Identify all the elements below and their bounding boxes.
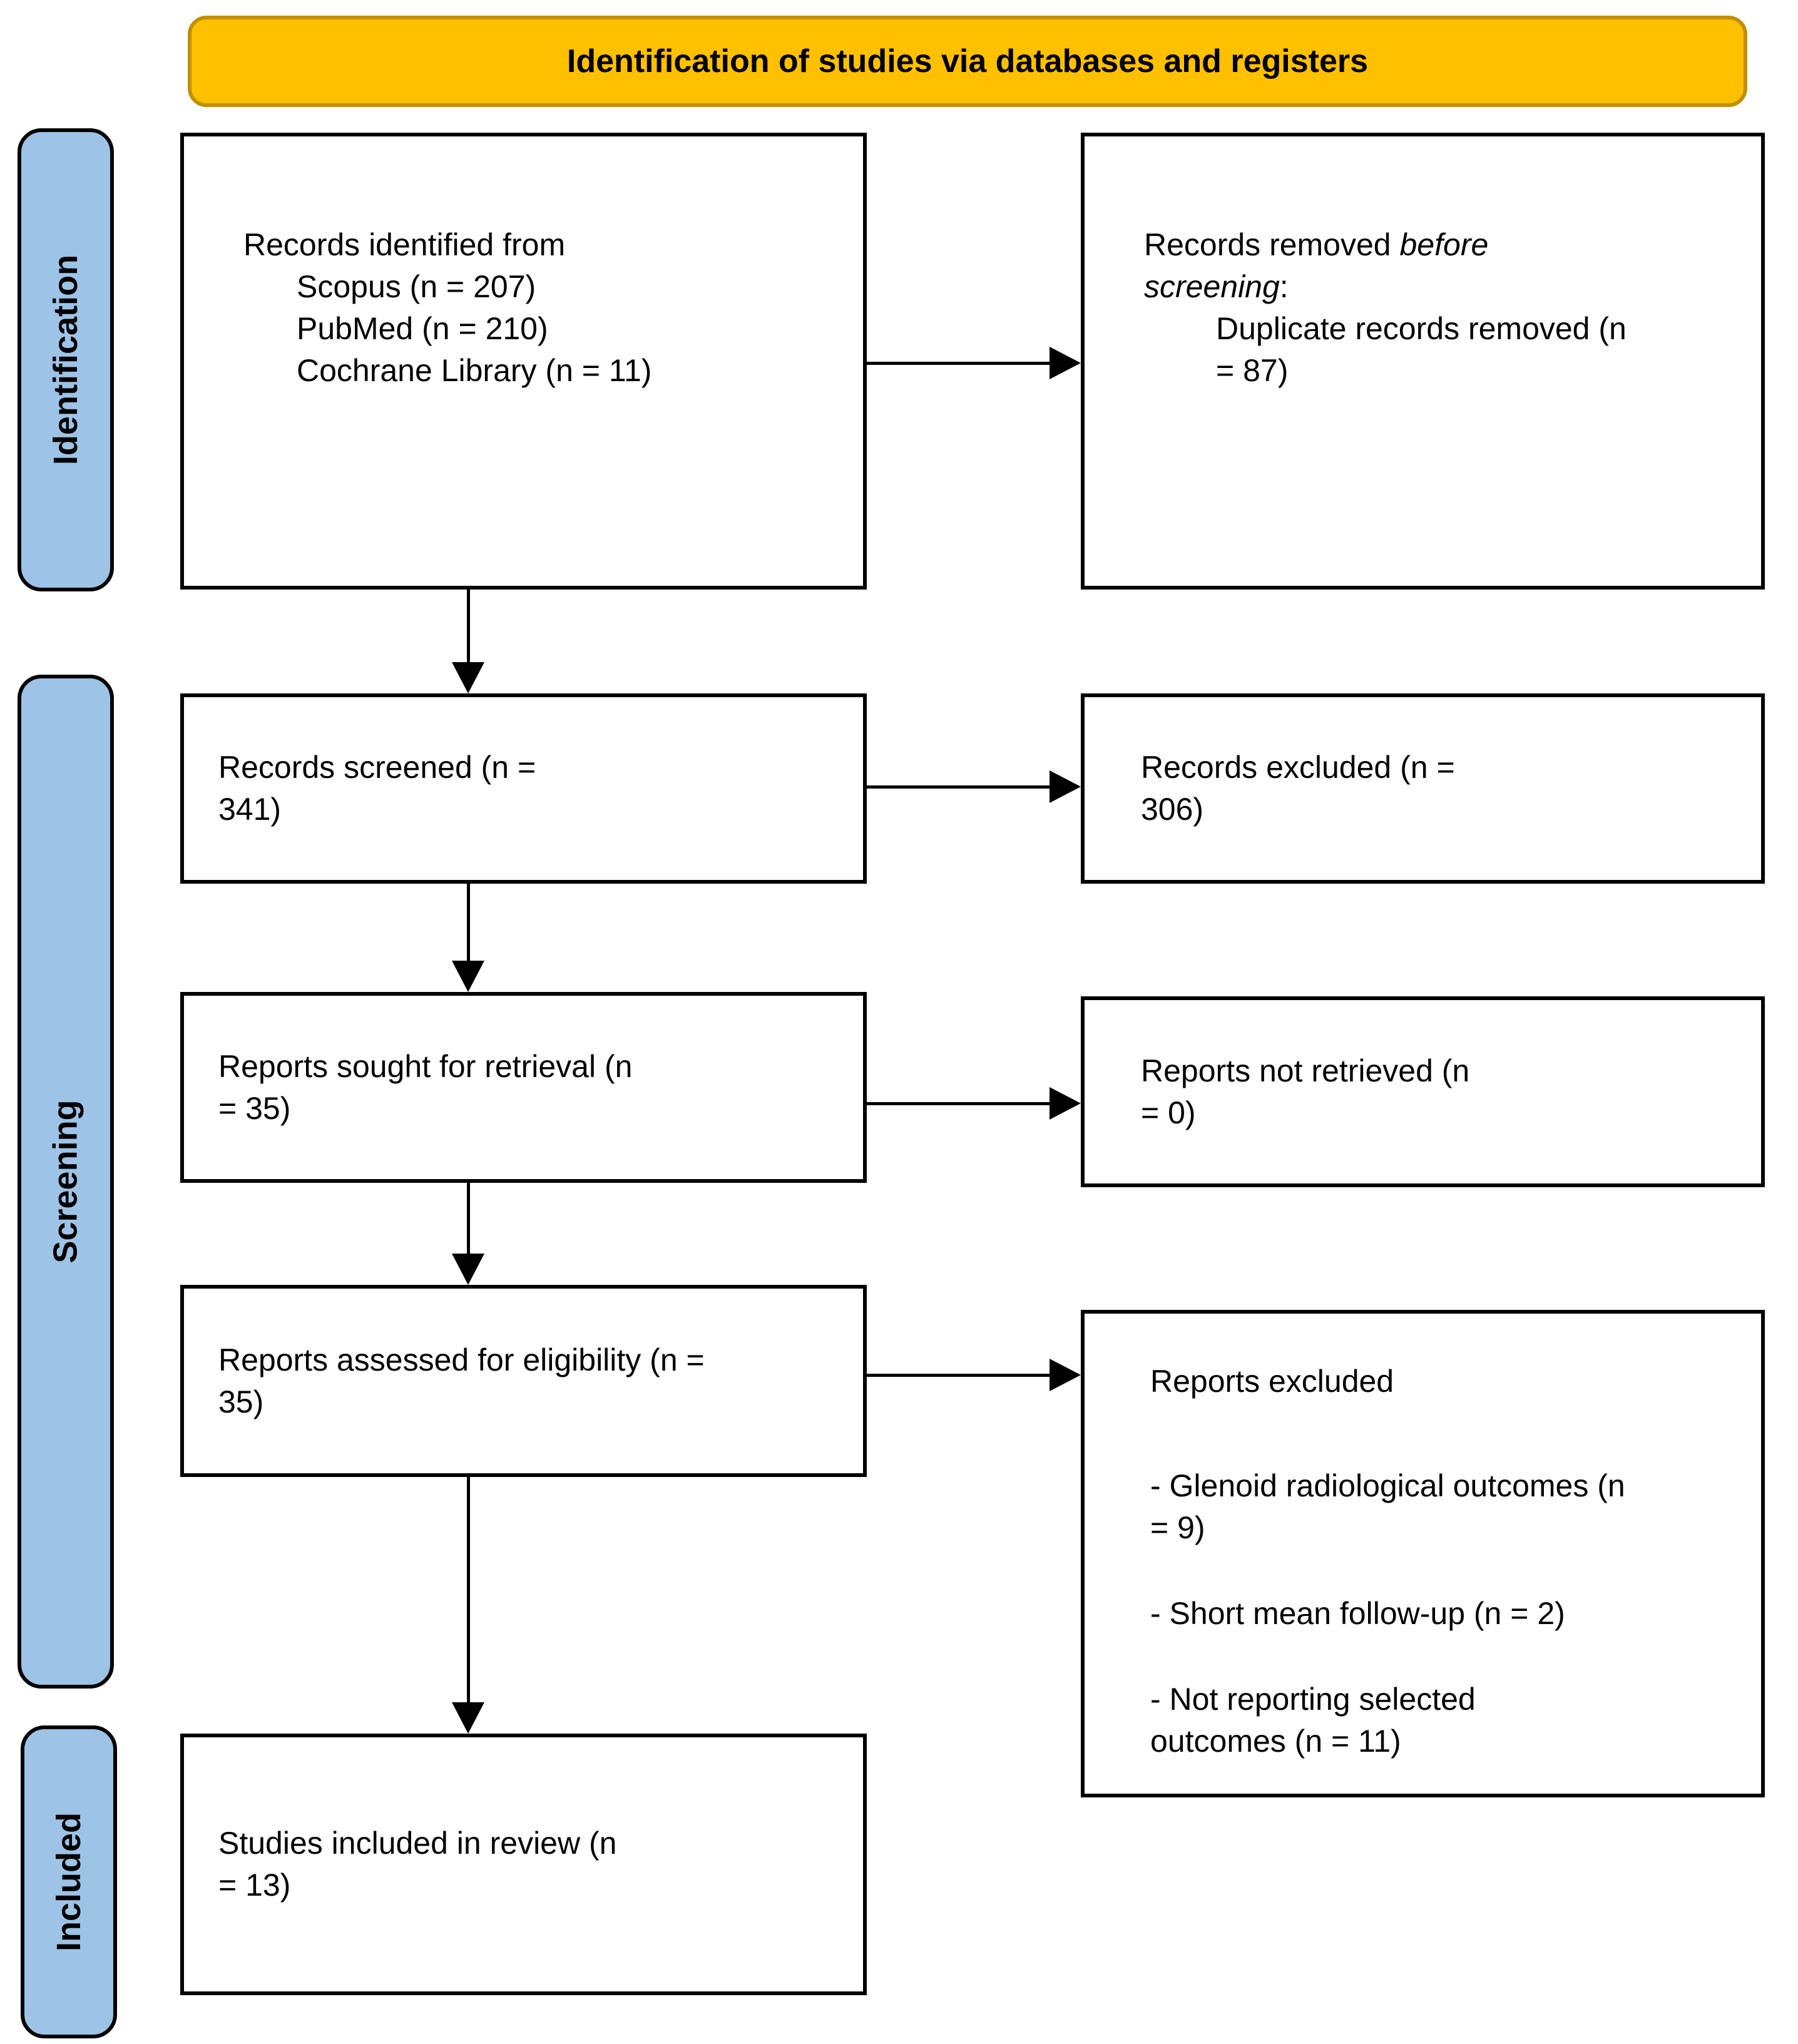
arrow-down-head: [452, 662, 484, 693]
box-records-identified: Records identified from Scopus (n = 207)…: [180, 133, 867, 590]
records-removed-prefix: Records removed: [1144, 227, 1400, 262]
stage-label-screening-text: Screening: [47, 1100, 84, 1264]
arrow-right-head: [1050, 1359, 1081, 1391]
duplicate-records-removed: Duplicate records removed (n = 87): [1216, 311, 1627, 388]
stage-label-included: Included: [21, 1725, 117, 2038]
records-identified-title: Records identified from: [243, 227, 566, 262]
arrow-shaft: [867, 1102, 1052, 1105]
box-reports-assessed: Reports assessed for eligibility (n = 35…: [180, 1285, 867, 1477]
banner-identification-via-databases: Identification of studies via databases …: [188, 16, 1747, 107]
reports-sought-label: Reports sought for retrieval (n = 35): [218, 1048, 633, 1126]
box-reports-not-retrieved: Reports not retrieved (n = 0): [1081, 996, 1765, 1187]
arrow-down-head: [452, 961, 484, 992]
records-excluded-label: Records excluded (n = 306): [1141, 750, 1455, 827]
arrow-shaft: [467, 590, 470, 665]
arrow-shaft: [467, 1183, 470, 1256]
source-scopus: Scopus (n = 207): [297, 269, 536, 304]
arrow-shaft: [867, 362, 1052, 365]
arrow-right-head: [1050, 770, 1081, 803]
arrow-down-head: [452, 1702, 484, 1734]
arrow-shaft: [867, 1374, 1052, 1377]
stage-label-identification-text: Identification: [47, 255, 84, 465]
arrow-identified-to-screened: [452, 590, 484, 693]
box-reports-excluded: Reports excluded - Glenoid radiological …: [1081, 1310, 1765, 1797]
stage-label-screening: Screening: [18, 675, 114, 1689]
reports-not-retrieved-label: Reports not retrieved (n = 0): [1141, 1053, 1470, 1130]
stage-label-identification: Identification: [18, 128, 114, 591]
records-removed-emphasis: before screening: [1144, 227, 1489, 304]
arrow-sought-to-assessed: [452, 1183, 484, 1285]
reason-short-mean-follow-up: - Short mean follow-up (n = 2): [1150, 1596, 1565, 1631]
arrow-right-head: [1050, 347, 1081, 379]
records-screened-label: Records screened (n = 341): [218, 750, 536, 827]
source-pubmed: PubMed (n = 210): [297, 311, 548, 346]
arrow-shaft: [867, 785, 1052, 789]
box-reports-sought: Reports sought for retrieval (n = 35): [180, 992, 867, 1183]
arrow-screened-to-excluded: [867, 770, 1081, 803]
arrow-screened-to-sought: [452, 884, 484, 992]
source-cochrane-library: Cochrane Library (n = 11): [297, 353, 652, 388]
reason-not-reporting-selected-outcomes: - Not reporting selected outcomes (n = 1…: [1150, 1682, 1476, 1759]
box-records-screened: Records screened (n = 341): [180, 693, 867, 884]
arrow-assessed-to-included: [452, 1477, 484, 1734]
arrow-down-head: [452, 1254, 484, 1285]
reason-glenoid-radiological-outcomes: - Glenoid radiological outcomes (n = 9): [1150, 1468, 1625, 1545]
reports-assessed-label: Reports assessed for eligibility (n = 35…: [218, 1342, 705, 1419]
arrow-sought-to-not-retrieved: [867, 1087, 1081, 1120]
arrow-shaft: [467, 884, 470, 963]
arrow-assessed-to-reports-excluded: [867, 1359, 1081, 1391]
records-removed-title: Records removed before screening:: [1144, 224, 1532, 308]
banner-title: Identification of studies via databases …: [566, 43, 1369, 79]
reports-excluded-title: Reports excluded: [1150, 1364, 1394, 1399]
arrow-right-head: [1050, 1087, 1081, 1120]
stage-label-included-text: Included: [50, 1812, 88, 1952]
box-records-excluded: Records excluded (n = 306): [1081, 693, 1765, 884]
arrow-identified-to-removed: [867, 347, 1081, 379]
box-studies-included: Studies included in review (n = 13): [180, 1734, 867, 1995]
records-removed-suffix: :: [1279, 269, 1289, 304]
studies-included-label: Studies included in review (n = 13): [218, 1826, 617, 1903]
box-records-removed-before-screening: Records removed before screening: Duplic…: [1081, 133, 1765, 590]
arrow-shaft: [467, 1477, 470, 1705]
